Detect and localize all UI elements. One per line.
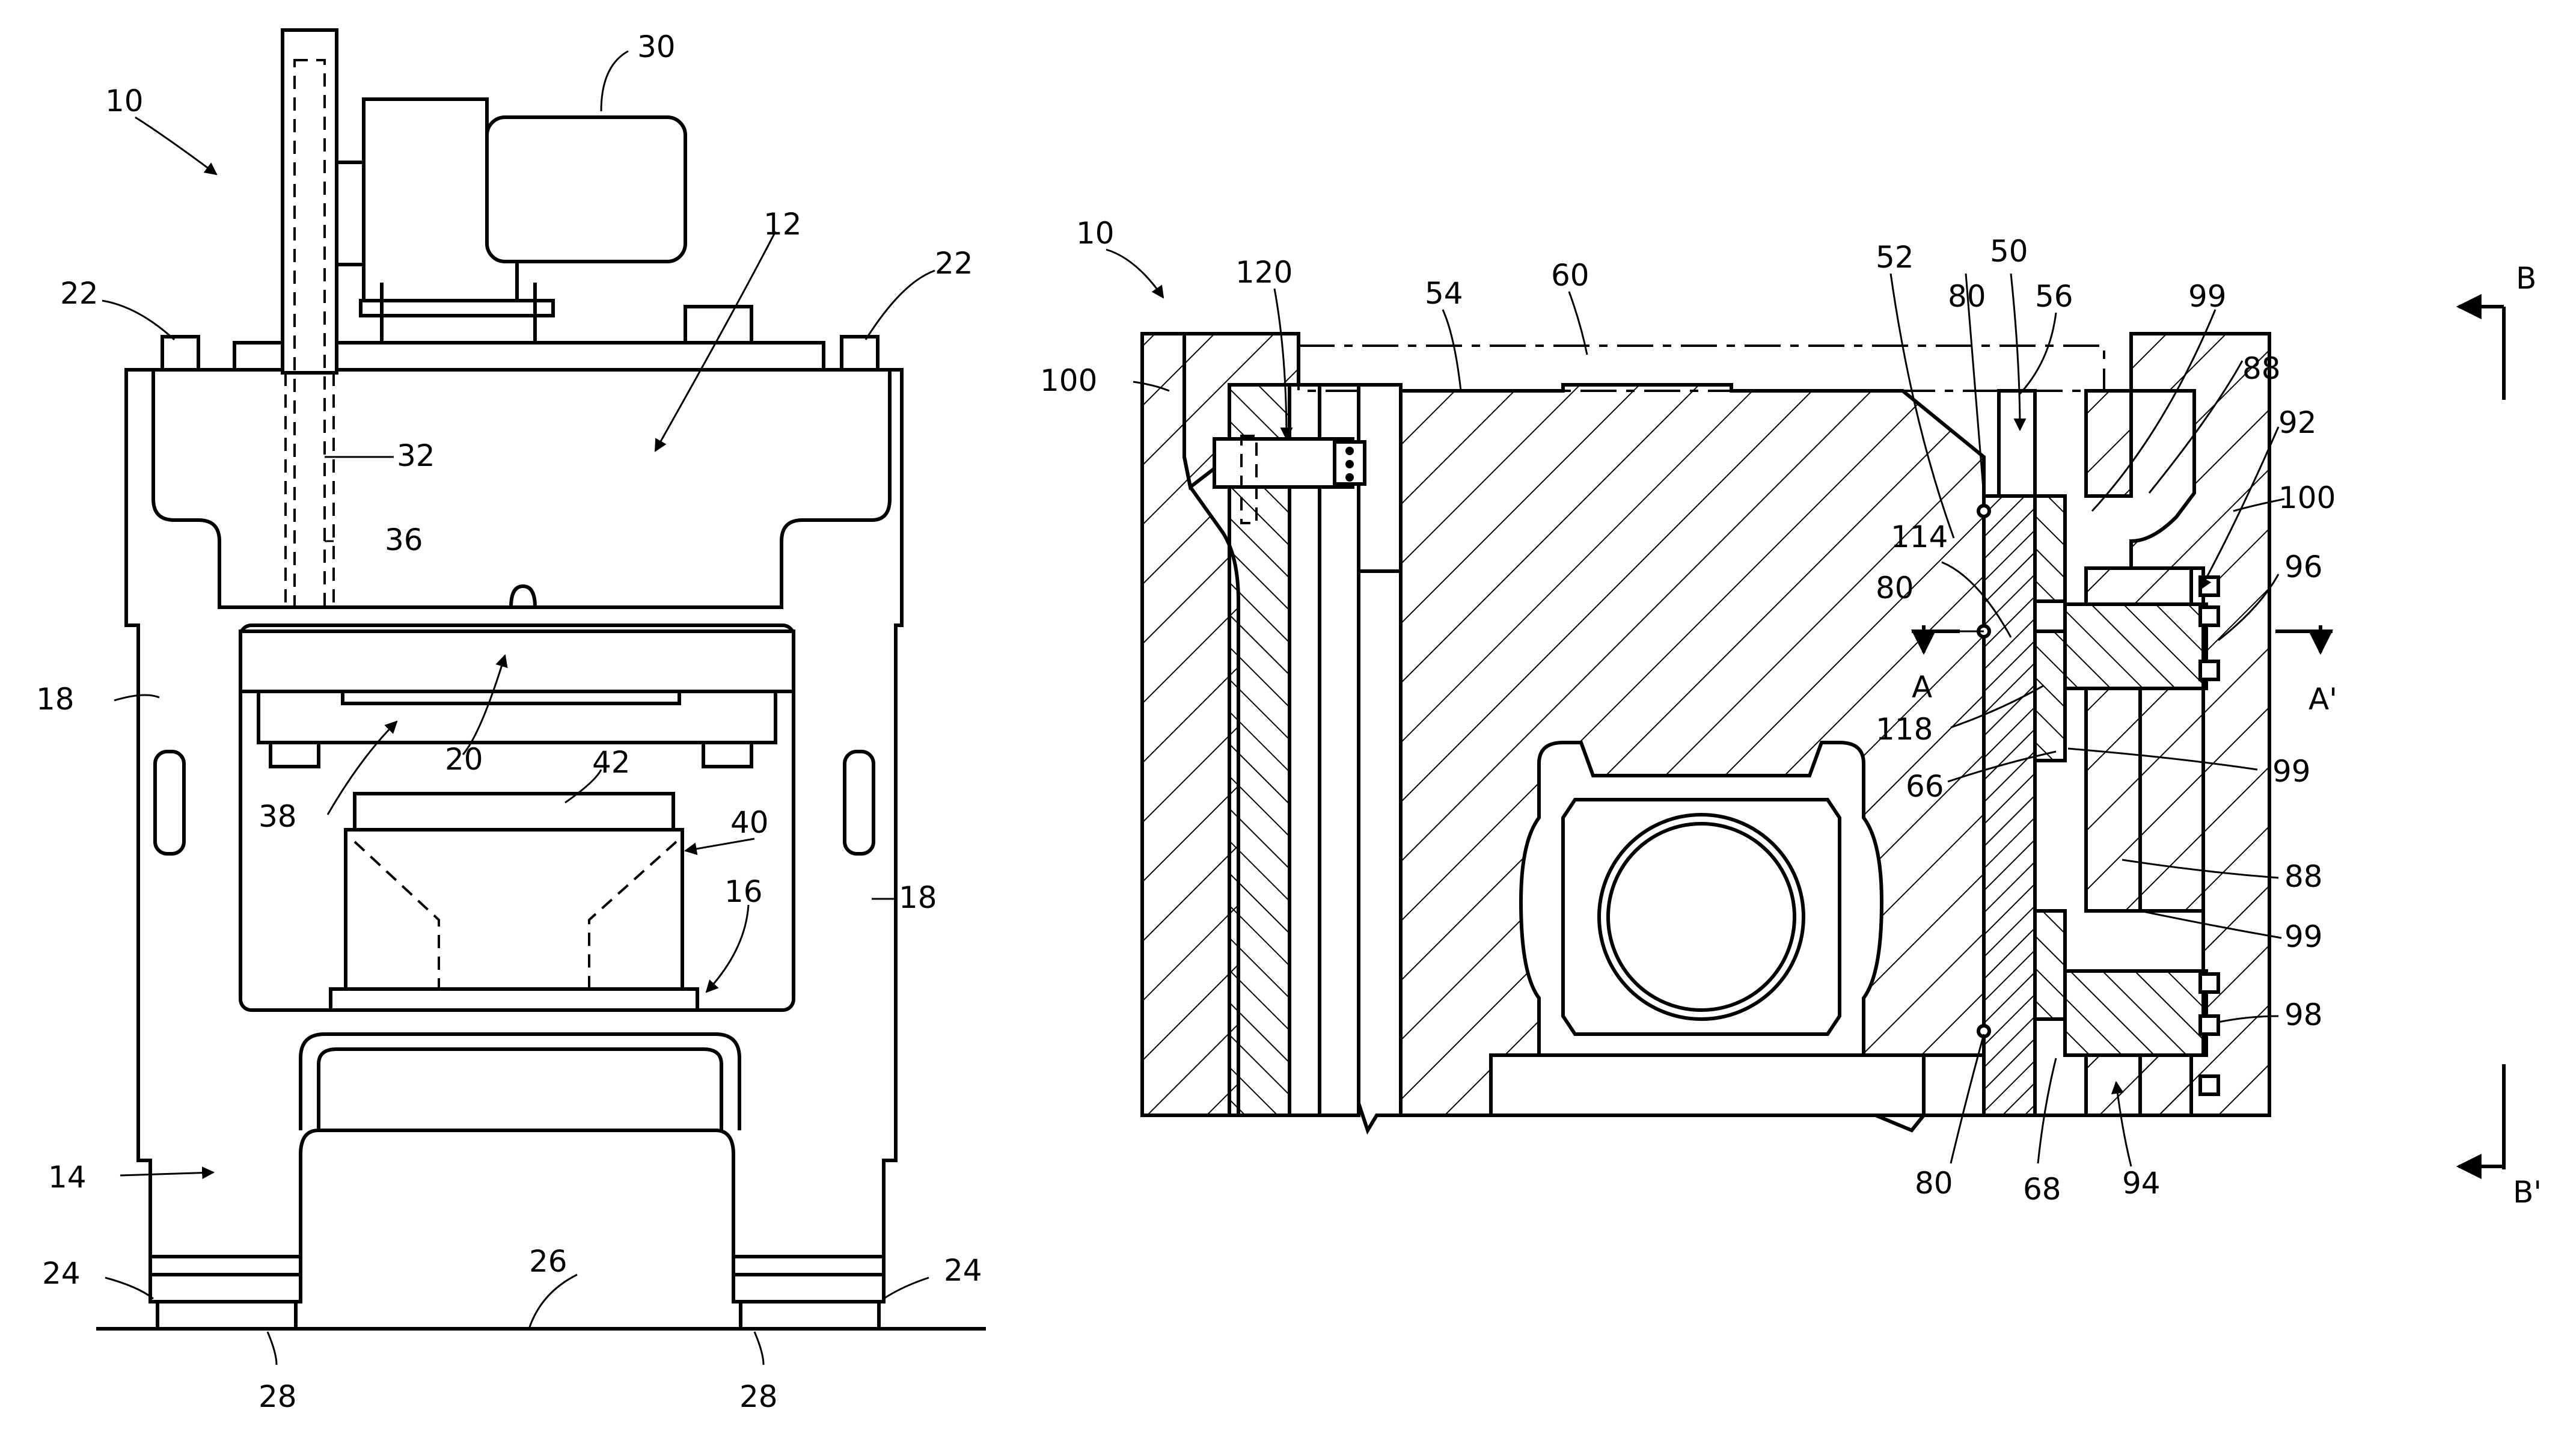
label-bearing-80-low: 80	[1915, 1166, 1953, 1201]
motor-body	[487, 117, 685, 262]
tie-rod-nut-left	[162, 337, 198, 370]
bar-88-mid	[2086, 688, 2140, 911]
upper-die	[343, 691, 679, 703]
block-96	[2065, 604, 2206, 688]
pin-80-top	[1978, 506, 1989, 516]
label-plate-56: 56	[2035, 279, 2073, 314]
label-pad-68: 68	[2023, 1172, 2061, 1207]
label-foot-right-24: 24	[944, 1253, 982, 1288]
die-set-body	[346, 830, 682, 989]
label-dieset-40: 40	[730, 805, 769, 840]
label-block-96: 96	[2284, 550, 2323, 584]
gib-block-mid	[2035, 631, 2065, 761]
label-sleeve-36: 36	[385, 522, 423, 557]
block-98	[2065, 971, 2206, 1055]
label-upright-right-18: 18	[899, 880, 937, 915]
left-pad	[158, 1302, 296, 1329]
label-pad-left-28: 28	[259, 1379, 297, 1414]
lower-block	[1491, 1055, 1924, 1115]
label-sensor-120: 120	[1235, 255, 1293, 290]
guide-strip	[1290, 385, 1320, 1115]
gib-plate-main	[1984, 496, 2035, 1115]
right-foot	[733, 1257, 884, 1302]
die-upper-block	[355, 794, 673, 830]
slide-bolt-right	[703, 743, 751, 767]
label-section-b: B	[2516, 261, 2536, 296]
label-bar-88-low: 88	[2284, 859, 2323, 894]
label-frame-left-100: 100	[1040, 363, 1097, 398]
label-bolt-99-low: 99	[2284, 919, 2323, 954]
bar-88-right	[2140, 688, 2203, 911]
label-crown-12: 12	[763, 207, 802, 242]
motor-base	[361, 301, 553, 316]
label-die-42: 42	[592, 745, 631, 780]
label-spacer-92: 92	[2278, 405, 2317, 440]
label-motor-30: 30	[637, 29, 676, 64]
label-die-38: 38	[259, 799, 297, 834]
gib-block-low	[2035, 911, 2065, 1019]
block-92	[2086, 568, 2191, 604]
label-bolt-99-top: 99	[2188, 279, 2227, 314]
tie-rod-nut-right	[842, 337, 878, 370]
label-slide-54: 54	[1425, 276, 1463, 311]
right-pad	[741, 1302, 879, 1329]
sensor-dot-3	[1345, 473, 1354, 482]
label-shim-114: 114	[1891, 519, 1948, 554]
label-bolster-16: 16	[724, 874, 763, 909]
label-section-a-prime: A'	[2308, 682, 2337, 717]
left-foot	[150, 1257, 301, 1302]
label-r-press-10: 10	[1076, 216, 1115, 251]
label-tierod-left-22: 22	[60, 276, 99, 311]
label-section-a: A	[1912, 670, 1932, 705]
label-pad-66: 66	[1906, 769, 1944, 804]
label-gib-50: 50	[1990, 234, 2028, 269]
label-tierod-right-22: 22	[935, 246, 973, 281]
label-shim-118: 118	[1876, 712, 1933, 747]
sensor-body	[1214, 439, 1353, 487]
bolster-plate	[331, 989, 697, 1010]
label-gib-52: 52	[1876, 240, 1914, 275]
label-bearing-80-mid: 80	[1876, 571, 1914, 605]
slide-body	[240, 631, 794, 691]
label-bed-14: 14	[48, 1160, 87, 1195]
label-section-b-prime: B'	[2513, 1175, 2542, 1210]
label-bolt-99-mid: 99	[2272, 754, 2311, 789]
label-frame-right-100: 100	[2278, 480, 2336, 515]
slide-bolt-left	[271, 743, 319, 767]
label-foot-left-24: 24	[42, 1256, 81, 1291]
label-slide-20: 20	[445, 742, 483, 777]
label-bearing-80-top: 80	[1948, 279, 1986, 314]
sensor-dot-2	[1345, 460, 1354, 468]
block-94	[2086, 1055, 2191, 1115]
gib-plate-56	[1999, 391, 2035, 496]
label-pad-right-28: 28	[739, 1379, 778, 1414]
sensor-dot-1	[1345, 447, 1354, 455]
guide-strip-2	[1320, 385, 1359, 1115]
motor-mount-left	[337, 162, 364, 265]
label-floor-26: 26	[529, 1244, 568, 1279]
column	[283, 30, 337, 373]
label-crank-60: 60	[1551, 258, 1589, 293]
label-press-10: 10	[105, 84, 144, 118]
guide-column	[1229, 385, 1290, 1115]
label-upright-left-18: 18	[36, 682, 75, 717]
press-front-view	[96, 30, 986, 1365]
gib-block-top	[2035, 496, 2065, 601]
label-bar-88-top: 88	[2242, 351, 2281, 386]
right-frame-inner	[2086, 391, 2131, 496]
label-rod-32: 32	[397, 438, 435, 473]
label-spacer-94: 94	[2122, 1166, 2161, 1201]
label-block-98: 98	[2284, 997, 2323, 1032]
